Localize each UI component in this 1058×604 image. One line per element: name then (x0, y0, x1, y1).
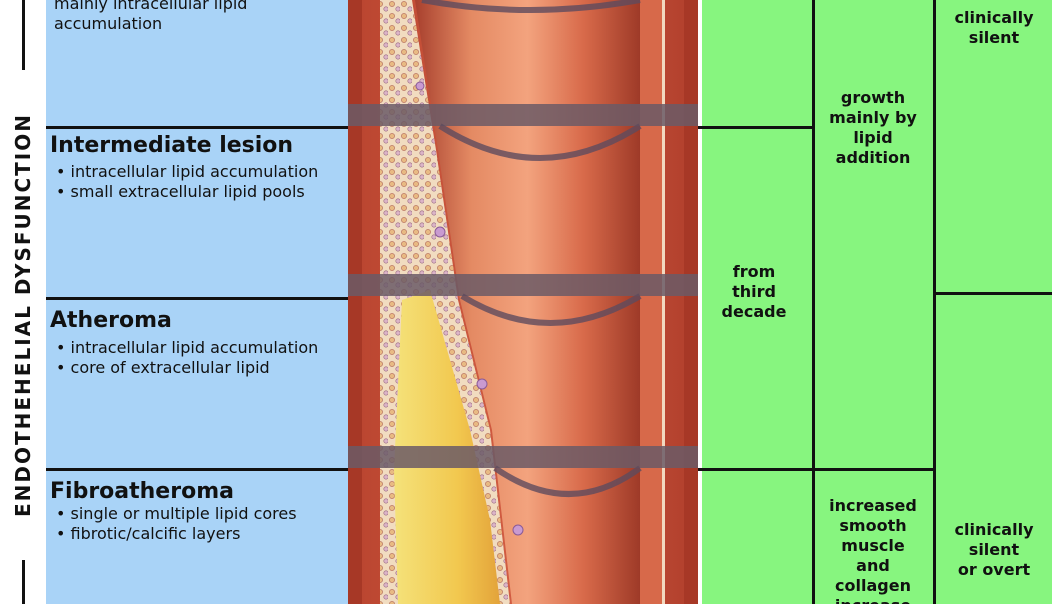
clinical-top-label: clinically silent (954, 8, 1034, 47)
column-divider-2 (933, 0, 936, 604)
stage-1-bullet-2: accumulation (54, 14, 163, 33)
onset-divider-bottom (698, 468, 812, 471)
onset-divider-top (698, 126, 812, 129)
right-margin (1052, 0, 1058, 604)
stage-divider-1 (46, 126, 350, 129)
stage-4-bullet-2: • fibrotic/calcific layers (56, 524, 241, 543)
onset-label: from third decade (721, 262, 787, 321)
stage-3-title: Atheroma (50, 308, 172, 333)
stage-4-title: Fibroatheroma (50, 479, 234, 504)
clinical-column (936, 0, 1052, 604)
growth-column (815, 0, 933, 604)
stage-2-title: Intermediate lesion (50, 133, 294, 158)
growth-top-label: growth mainly by lipid addition (829, 88, 917, 167)
lumen-rings (421, 0, 642, 497)
column-divider-1 (812, 0, 815, 604)
stage-3-bullet-1: • intracellular lipid accumulation (56, 338, 319, 357)
stage-4-bullet-1: • single or multiple lipid cores (56, 504, 297, 523)
side-label: ENDOTHEHELIAL DYSFUNCTION (11, 113, 35, 517)
stage-3-bullet-2: • core of extracellular lipid (56, 358, 270, 377)
clinical-bottom-label: clinically silent or overt (954, 520, 1034, 579)
artery-illustration (348, 0, 698, 604)
side-label-line-bottom (22, 560, 25, 604)
artery-elastic-lamina (662, 0, 665, 604)
stage-divider-3 (46, 468, 350, 471)
clinical-divider (936, 292, 1052, 295)
stage-divider-2 (46, 297, 350, 300)
growth-divider (815, 468, 933, 471)
monocyte-cells (415, 81, 524, 536)
artery-inner-wall-right (640, 0, 662, 604)
artery-adventitia-left (348, 0, 362, 604)
section-bands (348, 104, 698, 468)
stage-panel-1: mainly intracellular lipid accumulation (46, 0, 348, 126)
onset-column (702, 0, 812, 604)
growth-bottom-label: increased smooth muscle and collagen inc… (829, 496, 917, 604)
stage-panel-2: Intermediate lesion • intracellular lipi… (46, 129, 348, 297)
side-label-line-top (22, 0, 25, 70)
stage-1-bullet-1: mainly intracellular lipid (54, 0, 248, 13)
side-label-column: ENDOTHEHELIAL DYSFUNCTION (0, 0, 46, 604)
stage-2-bullet-1: • intracellular lipid accumulation (56, 162, 319, 181)
stage-panel-4: Fibroatheroma • single or multiple lipid… (46, 471, 348, 604)
stage-panel-3: Atheroma • intracellular lipid accumulat… (46, 300, 348, 468)
stage-2-bullet-2: • small extracellular lipid pools (56, 182, 305, 201)
artery-adventitia-right (684, 0, 698, 604)
